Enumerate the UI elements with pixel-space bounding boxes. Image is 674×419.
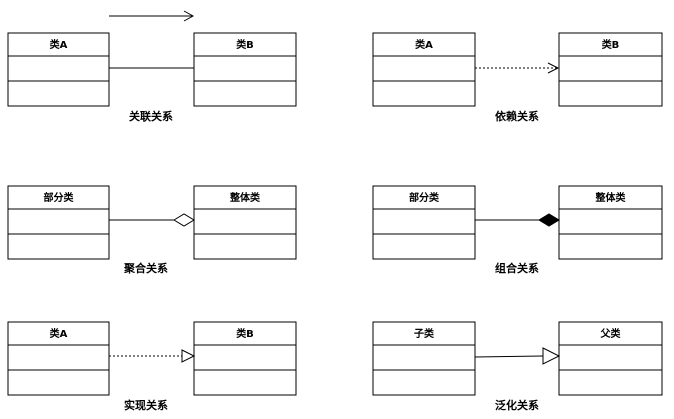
class-box-left: 部分类	[372, 185, 476, 260]
diagram-caption: 实现关系	[124, 398, 168, 412]
class-box-left: 子类	[372, 321, 476, 396]
hollow-triangle-icon	[181, 349, 196, 363]
diagram-realization: 类A 类B 实现关系	[7, 321, 297, 412]
class-box-right: 类B	[558, 32, 663, 107]
class-box-left: 类A	[372, 32, 476, 107]
hollow-triangle-icon	[542, 347, 561, 365]
class-name: 部分类	[44, 191, 74, 204]
class-box-right: 父类	[558, 321, 663, 396]
diagram-caption: 关联关系	[129, 109, 173, 123]
class-name: 部分类	[409, 191, 439, 204]
direction-arrow-icon	[109, 10, 195, 22]
class-name: 子类	[414, 327, 434, 340]
diagram-dependency: 类A 类B 依赖关系	[372, 32, 663, 123]
class-box-left: 类A	[7, 321, 110, 396]
open-arrowhead-icon	[547, 62, 560, 74]
diagram-caption: 聚合关系	[123, 261, 168, 275]
filled-diamond-icon	[538, 213, 560, 227]
class-box-left: 部分类	[7, 185, 110, 260]
class-name: 类A	[50, 38, 68, 51]
class-name: 父类	[600, 327, 621, 340]
generalization-line	[474, 355, 544, 358]
class-box-right: 类B	[193, 32, 297, 107]
diagram-generalization: 子类 父类 泛化关系	[372, 321, 663, 412]
diagram-caption: 组合关系	[495, 261, 539, 275]
class-box-right: 整体类	[558, 185, 663, 260]
diagram-caption: 依赖关系	[495, 109, 539, 123]
hollow-diamond-icon	[173, 213, 195, 227]
diagram-association: 类A 类B 关联关系	[7, 32, 297, 123]
class-name: 类B	[602, 38, 620, 51]
diagram-caption: 泛化关系	[495, 398, 539, 412]
class-name: 类A	[415, 38, 433, 51]
class-name: 整体类	[229, 191, 260, 204]
class-name: 类A	[50, 327, 68, 340]
class-name: 类B	[236, 38, 254, 51]
class-name: 整体类	[595, 191, 626, 204]
diagram-aggregation: 部分类 整体类 聚合关系	[7, 185, 297, 275]
class-box-left: 类A	[7, 32, 110, 107]
class-box-right: 整体类	[193, 185, 297, 260]
class-name: 类B	[236, 327, 254, 340]
diagram-composition: 部分类 整体类 组合关系	[372, 185, 663, 275]
class-box-right: 类B	[193, 321, 297, 396]
